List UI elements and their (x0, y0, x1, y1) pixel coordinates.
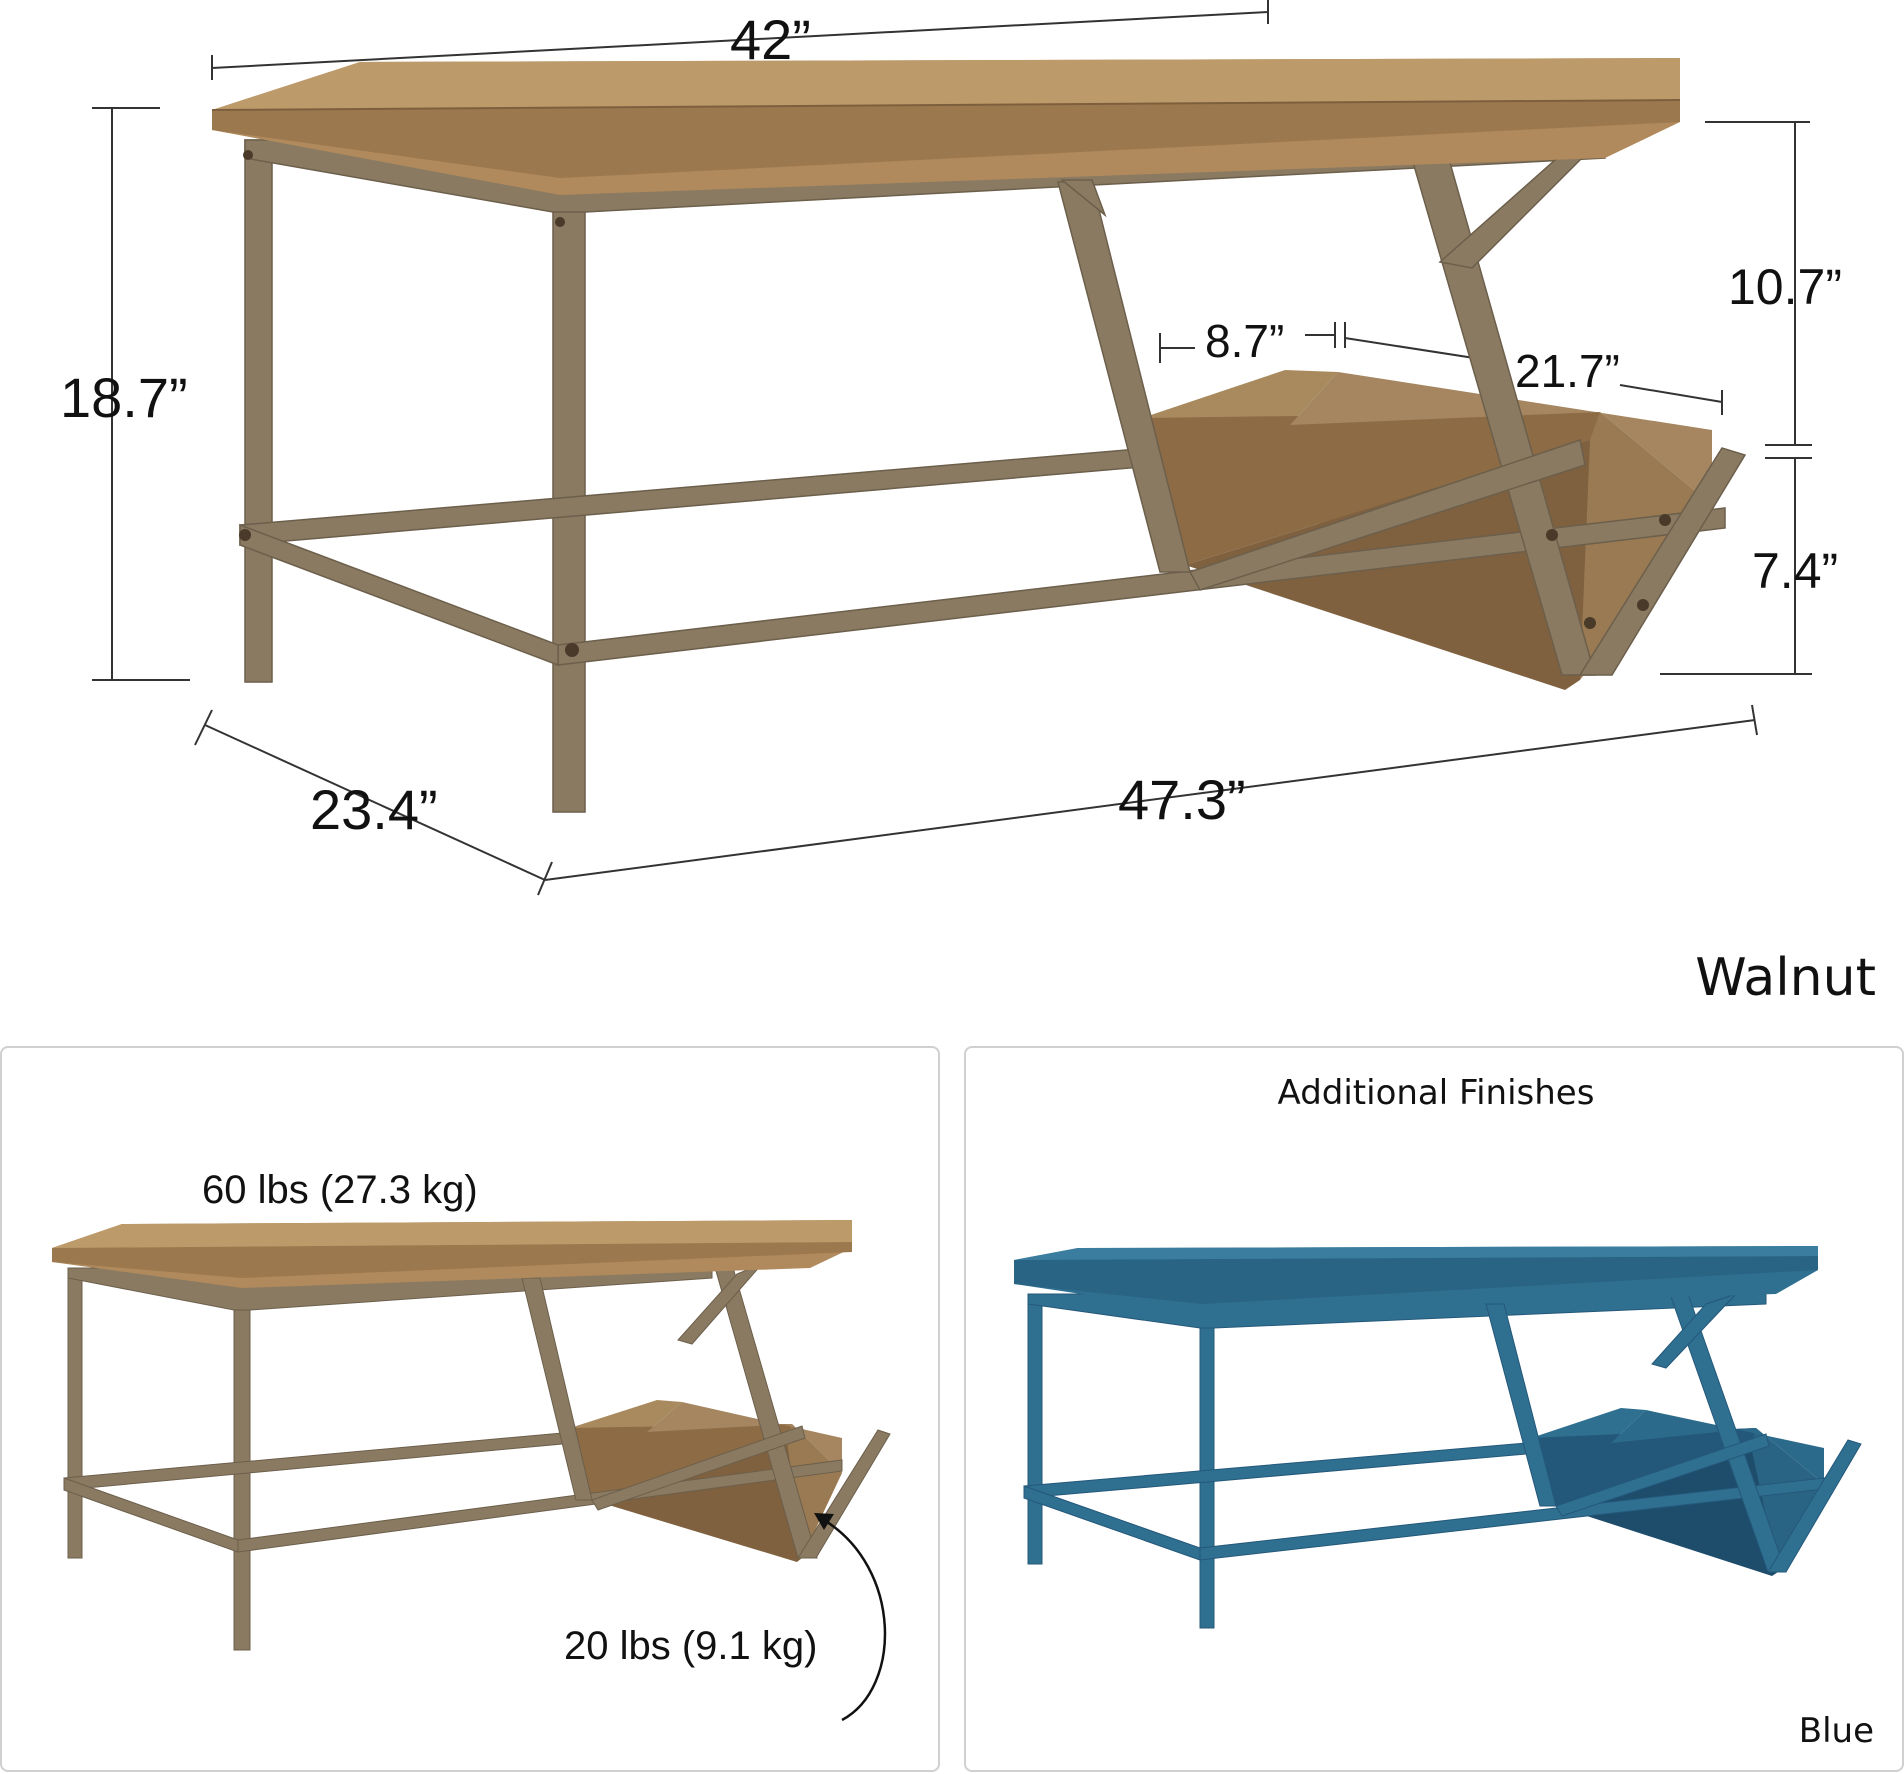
dim-upper-clearance-label: 10.7” (1728, 259, 1842, 315)
dim-length-label: 47.3” (1118, 768, 1246, 831)
table-top (211, 58, 1681, 195)
weights-panel: 60 lbs (27.3 kg) 20 lbs (9.1 kg) (0, 1046, 940, 1772)
dim-width-label: 42” (730, 8, 811, 71)
dim-depth-label: 23.4” (310, 778, 438, 841)
finishes-panel: Additional Finishes Blue (964, 1046, 1904, 1772)
finish-name-walnut: Walnut (1695, 948, 1876, 1008)
dim-shelf-height-label: 7.4” (1752, 543, 1839, 599)
finish-name-blue[interactable]: Blue (1798, 1711, 1874, 1751)
table-weight-label: 60 lbs (27.3 kg) (202, 1168, 478, 1212)
walnut-table-small (52, 1220, 891, 1722)
dim-shelf-depth-label: 8.7” (1205, 315, 1285, 367)
bolts (239, 150, 1671, 657)
dim-shelf-width-label: 21.7” (1515, 345, 1620, 397)
shelf-weight-label: 20 lbs (9.1 kg) (564, 1624, 818, 1668)
dim-height-label: 18.7” (60, 366, 188, 429)
main-table-diagram (92, 0, 1812, 896)
blue-table-small (1014, 1246, 1862, 1629)
metal-frame (239, 139, 1747, 813)
additional-finishes-title: Additional Finishes (1277, 1073, 1595, 1113)
